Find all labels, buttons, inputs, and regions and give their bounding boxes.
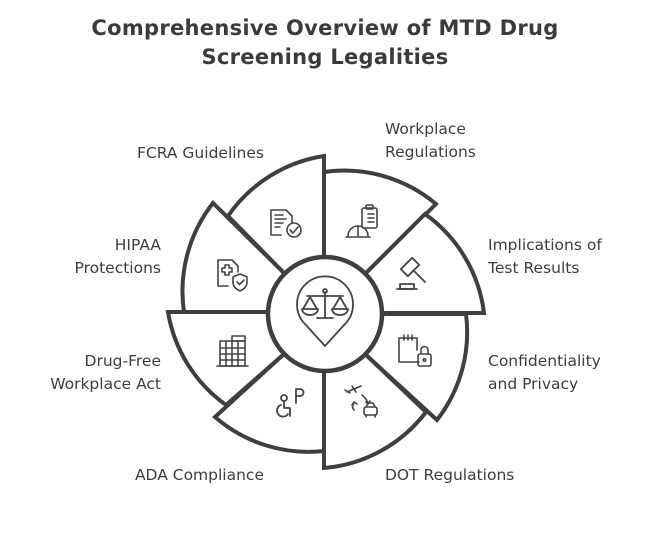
label-hipaa-protections: HIPAA Protections bbox=[75, 234, 162, 280]
wheelchair-parking-icon bbox=[276, 388, 305, 418]
label-line: FCRA Guidelines bbox=[137, 144, 264, 162]
label-drug-free-workplace-act: Drug-Free Workplace Act bbox=[50, 350, 161, 396]
label-line: Regulations bbox=[385, 143, 476, 161]
label-line: ADA Compliance bbox=[134, 466, 264, 484]
label-line: Confidentiality bbox=[488, 352, 601, 370]
segment-hipaa-protections[interactable] bbox=[180, 200, 287, 314]
calendar-lock-icon bbox=[398, 334, 432, 367]
label-line: Workplace bbox=[385, 120, 466, 138]
office-building-icon bbox=[216, 335, 249, 367]
label-line: and Privacy bbox=[488, 375, 579, 393]
label-implications-of-test-results: Implications of Test Results bbox=[488, 234, 602, 280]
segment-confidentiality-and-privacy[interactable] bbox=[362, 312, 470, 423]
segment-dot-regulations[interactable] bbox=[322, 351, 429, 471]
gavel-icon bbox=[396, 256, 426, 290]
label-ada-compliance: ADA Compliance bbox=[135, 464, 264, 487]
label-line: Implications of bbox=[488, 236, 602, 254]
label-confidentiality-and-privacy: Confidentiality and Privacy bbox=[488, 350, 601, 396]
label-line: Workplace Act bbox=[50, 375, 161, 393]
label-dot-regulations: DOT Regulations bbox=[385, 464, 514, 487]
diagram-title: Comprehensive Overview of MTD Drug Scree… bbox=[0, 14, 650, 72]
label-line: Test Results bbox=[488, 259, 580, 277]
segment-ada-compliance[interactable] bbox=[211, 351, 326, 454]
title-line-2: Screening Legalities bbox=[201, 45, 449, 69]
document-checkmark-icon bbox=[270, 209, 302, 238]
scales-of-justice-pin-icon bbox=[296, 275, 354, 347]
label-fcra-guidelines: FCRA Guidelines bbox=[137, 142, 264, 165]
label-line: Protections bbox=[74, 259, 162, 277]
plane-car-transport-icon bbox=[344, 385, 378, 418]
label-line: Drug-Free bbox=[84, 352, 161, 370]
label-workplace-regulations: Workplace Regulations bbox=[385, 118, 476, 164]
medical-document-shield-icon bbox=[217, 259, 248, 292]
segment-workplace-regulations[interactable] bbox=[322, 168, 439, 277]
title-line-1: Comprehensive Overview of MTD Drug bbox=[91, 16, 559, 40]
segment-implications-of-test-results[interactable] bbox=[362, 211, 487, 315]
label-line: HIPAA bbox=[114, 236, 161, 254]
label-line: DOT Regulations bbox=[385, 466, 515, 484]
hard-hat-clipboard-icon bbox=[345, 204, 378, 238]
